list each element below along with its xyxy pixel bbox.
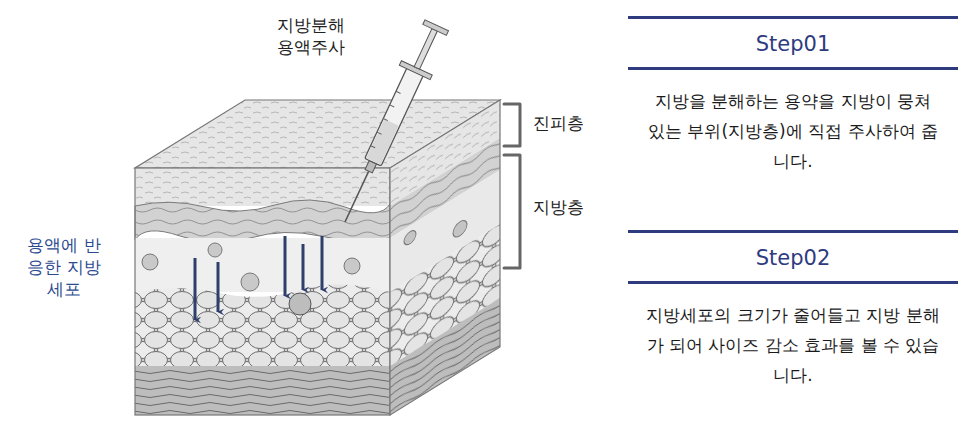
step-heading: Step02 [628,230,958,284]
layer-label: 진피층 [533,112,603,134]
step-description: 지방세포의 크기가 줄어들고 지방 분해가 되어 사이즈 감소 효과를 볼 수 … [628,284,958,400]
front-face [135,168,390,415]
step-panel: Step01지방을 분해하는 용약을 지방이 뭉쳐 있는 부위(지방층)에 직접… [628,16,958,186]
fat-cell-label: 용액에 반응한 지방세포 [20,234,108,300]
side-face [390,100,500,415]
layer-bracket [504,104,520,268]
injection-label: 지방분해 용액주사 [266,14,356,58]
step-description: 지방을 분해하는 용약을 지방이 뭉쳐 있는 부위(지방층)에 직접 주사하여 … [628,70,958,186]
syringe [330,18,453,229]
down-arrows [195,236,322,320]
layer-label: 지방층 [533,196,603,218]
step-heading: Step01 [628,16,958,70]
step-panel: Step02지방세포의 크기가 줄어들고 지방 분해가 되어 사이즈 감소 효과… [628,230,958,400]
